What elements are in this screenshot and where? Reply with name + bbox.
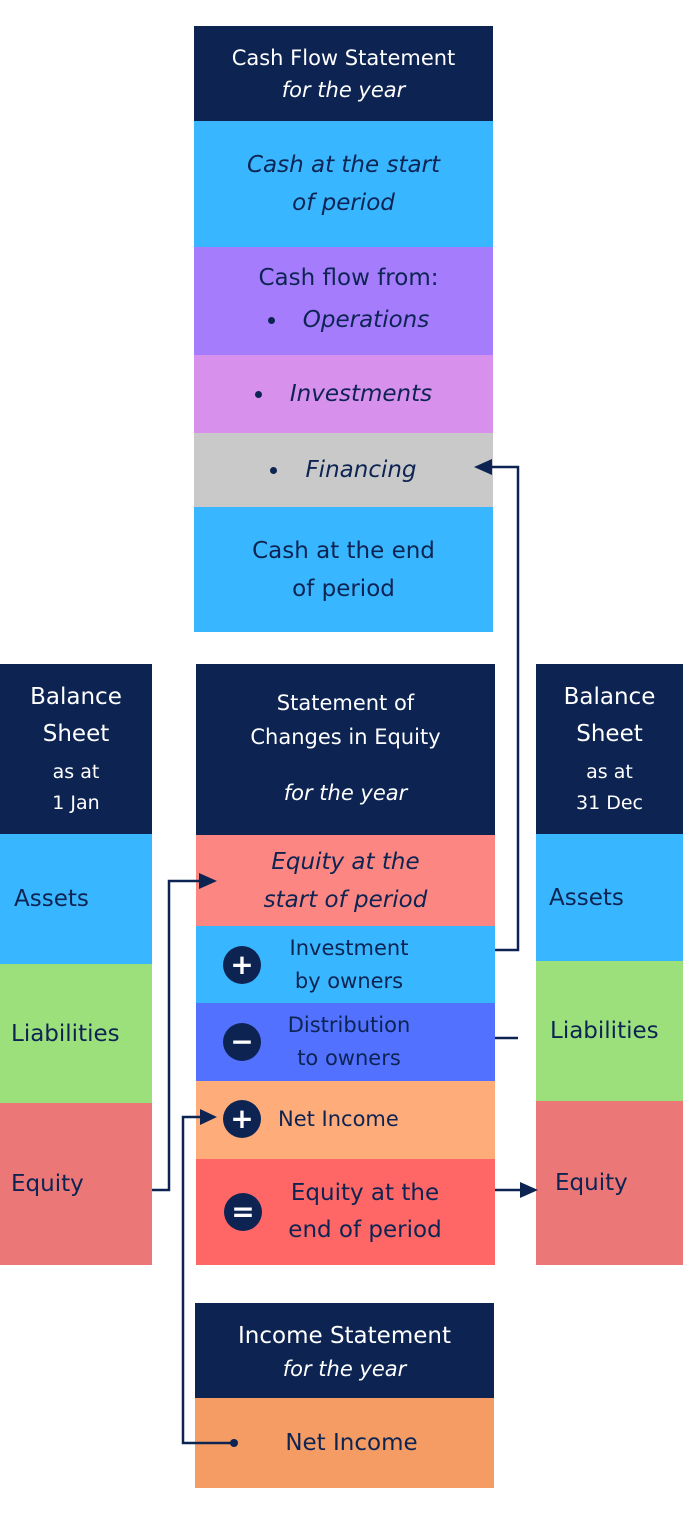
- income-statement-title: Income Statement: [238, 1322, 451, 1349]
- arrow-to-financing-icon: [474, 459, 492, 475]
- investments-item: Investments: [194, 355, 493, 433]
- equity-statement-header: Statement of Changes in Equity for the y…: [196, 664, 495, 835]
- equity-statement-subtitle: for the year: [283, 781, 408, 805]
- cash-flow-from-label: Cash flow from:: [258, 265, 439, 291]
- balance-close-title-2: Sheet: [576, 721, 643, 747]
- liabilities-open-label: Liabilities: [11, 1020, 120, 1047]
- equity-open: Equity: [0, 1103, 152, 1265]
- liabilities-open: Liabilities: [0, 964, 152, 1103]
- equity-end-line1: Equity at the: [290, 1180, 440, 1206]
- balance-open-date-2: 1 Jan: [52, 792, 100, 814]
- plus-icon: +: [223, 1100, 261, 1138]
- net-income-connector: [181, 1115, 234, 1445]
- net-income-equity-label: Net Income: [278, 1107, 399, 1131]
- balance-sheet-open-header: Balance Sheet as at 1 Jan: [0, 664, 152, 834]
- opening-equity-connector: [152, 879, 205, 1192]
- arrow-to-closing-equity-icon: [520, 1182, 538, 1198]
- arrow-to-net-income-icon: [200, 1109, 217, 1125]
- arrow-to-equity-start-icon: [199, 873, 217, 889]
- equity-statement-title-1: Statement of: [276, 691, 415, 715]
- net-income-source-dot: [230, 1439, 238, 1447]
- balance-open-title-2: Sheet: [42, 721, 110, 747]
- balance-close-date-1: as at: [586, 761, 633, 783]
- cash-start-line1: Cash at the start: [246, 152, 441, 178]
- net-income-box: Net Income: [195, 1398, 494, 1488]
- bullet-icon: [254, 390, 262, 398]
- equity-close: Equity: [536, 1101, 683, 1265]
- bullet-icon: [270, 466, 278, 474]
- distribution-line1: Distribution: [287, 1013, 411, 1037]
- balance-close-date-2: 31 Dec: [576, 792, 643, 814]
- assets-open: Assets: [0, 834, 152, 964]
- equals-icon: =: [224, 1193, 262, 1231]
- balance-close-title-1: Balance: [563, 684, 656, 710]
- investment-line2: by owners: [294, 968, 404, 993]
- cash-flow-subtitle: for the year: [281, 77, 406, 102]
- distribution-to-owners-box: − Distribution to owners: [196, 1003, 495, 1081]
- cash-flow-header: Cash Flow Statement for the year: [194, 26, 493, 121]
- minus-icon: −: [223, 1023, 261, 1061]
- cash-flow-from-box: Cash flow from: Operations: [194, 247, 493, 355]
- operations-label: Operations: [302, 307, 430, 333]
- liabilities-close: Liabilities: [536, 961, 683, 1101]
- financing-label: Financing: [305, 457, 417, 483]
- balance-sheet-close-header: Balance Sheet as at 31 Dec: [536, 664, 683, 834]
- net-income-equity-box: + Net Income: [196, 1081, 495, 1159]
- assets-close: Assets: [536, 834, 683, 961]
- cash-end-line2: of period: [292, 575, 395, 602]
- balance-open-date-1: as at: [52, 761, 100, 783]
- equity-close-label: Equity: [555, 1170, 628, 1196]
- equity-end-label: Equity at the end of period: [260, 1159, 470, 1265]
- assets-open-label: Assets: [14, 886, 89, 912]
- distribution-line2: to owners: [297, 1046, 401, 1070]
- income-statement-header: Income Statement for the year: [195, 1303, 494, 1398]
- net-income-label: Net Income: [285, 1430, 418, 1456]
- plus-icon: +: [223, 946, 261, 984]
- equity-open-label: Equity: [11, 1171, 84, 1197]
- investment-label: Investment by owners: [264, 926, 434, 1003]
- equity-start-line2: start of period: [263, 886, 428, 913]
- equity-start-line1: Equity at the: [271, 848, 420, 875]
- cash-start-box: Cash at the start of period: [194, 121, 493, 247]
- financing-item: Financing: [194, 433, 493, 507]
- income-statement-subtitle: for the year: [282, 1356, 407, 1381]
- investments-label: Investments: [289, 381, 433, 407]
- liabilities-close-label: Liabilities: [550, 1018, 659, 1044]
- bullet-icon: [267, 316, 275, 324]
- cash-end-line1: Cash at the end: [252, 537, 435, 564]
- assets-close-label: Assets: [549, 884, 624, 911]
- distribution-label: Distribution to owners: [264, 1003, 434, 1081]
- equity-statement-title-2: Changes in Equity: [250, 725, 441, 749]
- financing-connector: [488, 465, 520, 952]
- equity-end-line2: end of period: [288, 1217, 442, 1243]
- cash-flow-title: Cash Flow Statement: [231, 45, 456, 70]
- investment-line1: Investment: [289, 935, 409, 960]
- balance-open-title-1: Balance: [30, 684, 122, 710]
- equity-start-box: Equity at the start of period: [196, 835, 495, 926]
- cash-start-line2: of period: [292, 190, 395, 216]
- equity-end-box: = Equity at the end of period: [196, 1159, 495, 1265]
- investment-by-owners-box: + Investment by owners: [196, 926, 495, 1003]
- operations-item: Operations: [194, 303, 493, 337]
- cash-end-box: Cash at the end of period: [194, 507, 493, 632]
